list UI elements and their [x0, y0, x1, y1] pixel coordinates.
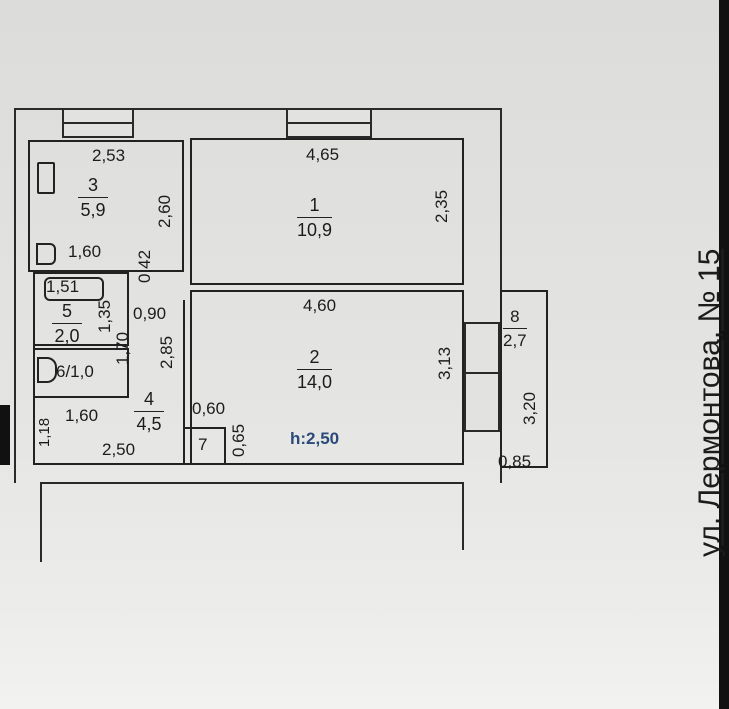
room-2 [190, 290, 464, 465]
dim-label: 3,13 [435, 346, 455, 381]
room-7 [183, 427, 226, 465]
room-7-label: 7 [198, 435, 208, 454]
room-6-label: 6/1,0 [56, 362, 94, 381]
dim-label: 1,51 [46, 277, 80, 296]
dim-label: 2,85 [157, 335, 177, 370]
sink-icon [36, 243, 56, 265]
balcony-door [464, 322, 500, 432]
dim-label: 2,60 [155, 194, 175, 229]
room-3 [28, 140, 184, 272]
toilet-icon [37, 357, 57, 383]
dim-label: 1,70 [113, 331, 133, 366]
dim-label: 0,85 [498, 452, 532, 471]
photo-edge-left [0, 405, 10, 465]
dim-label: 1,60 [65, 406, 99, 425]
dim-label: 0,60 [192, 399, 226, 418]
dim-label: 0,65 [229, 423, 249, 458]
wall-segment [462, 482, 464, 550]
stove-icon [37, 162, 55, 194]
dim-label: 1,18 [36, 417, 54, 448]
dim-label: 1,35 [95, 299, 115, 334]
room-4 [33, 300, 185, 465]
dim-label: 0,90 [133, 304, 167, 323]
street-address: ул. Лермонтова, № 15 [693, 248, 726, 557]
dim-label: 3,20 [520, 391, 540, 426]
dim-label: 1,60 [68, 242, 102, 261]
room-1 [190, 138, 464, 285]
dim-label: 2,53 [92, 146, 126, 165]
room-8-balcony [500, 290, 548, 468]
dim-label: 2,35 [432, 189, 452, 224]
bathtub-icon [44, 277, 104, 301]
lower-wall [40, 482, 464, 562]
window [62, 108, 134, 138]
dim-label: 4,65 [306, 145, 340, 164]
ceiling-height: h:2,50 [290, 429, 340, 448]
dim-label: 4,60 [303, 296, 337, 315]
window [286, 108, 372, 138]
photo-edge [719, 0, 729, 709]
dim-label: 0,42 [135, 249, 155, 284]
dim-label: 2,50 [102, 440, 136, 459]
